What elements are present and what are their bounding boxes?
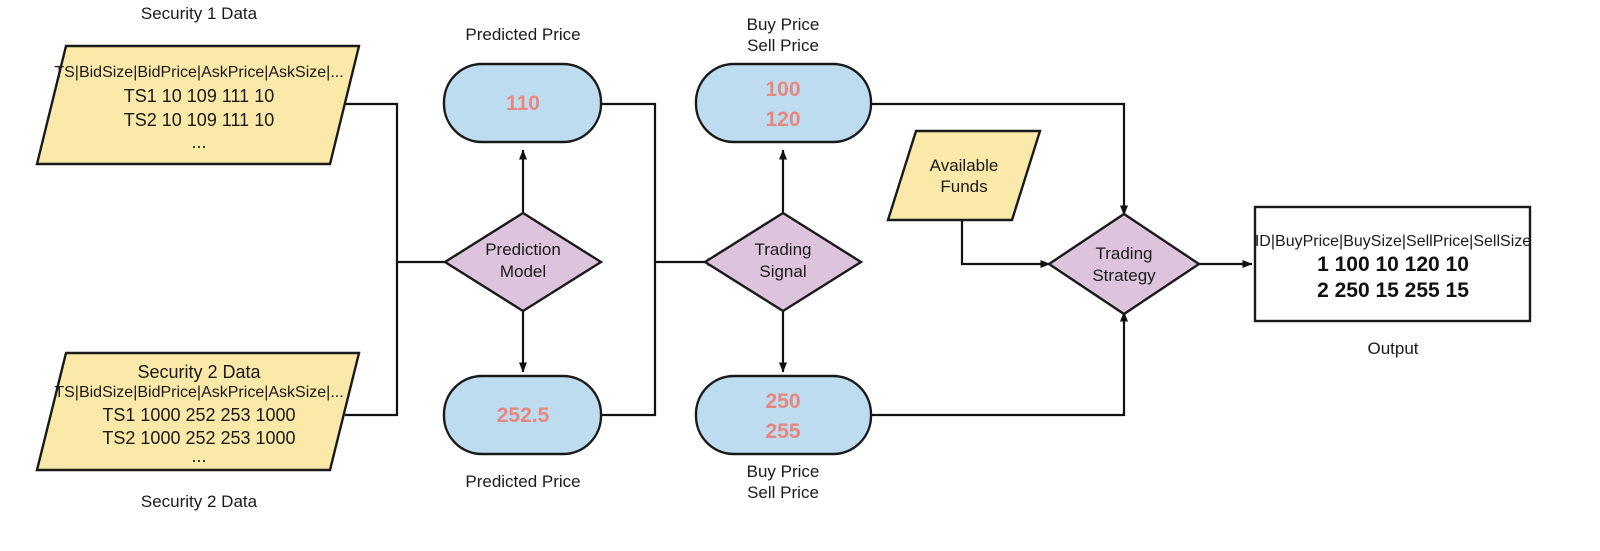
security2-row-2: ...: [191, 446, 206, 466]
output-node[interactable]: ID|BuyPrice|BuySize|SellPrice|SellSize 1…: [1253, 205, 1532, 323]
connector-available-funds-to-trading-strategy: [960, 220, 1051, 268]
security1-header: TS|BidSize|BidPrice|AskPrice|AskSize|...: [54, 64, 343, 81]
connector-predicted-price-top-to-trading-signal: [601, 102, 718, 266]
predicted-price-bottom-shape[interactable]: [442, 374, 603, 456]
predicted-price-top-value: 110: [506, 92, 540, 115]
security2-row-1: TS2 1000 252 253 1000: [102, 428, 295, 448]
predicted-price-top-caption: Predicted Price: [465, 25, 580, 44]
security2-parallelogram[interactable]: [35, 351, 361, 472]
buysell-bottom-caption-line2: Sell Price: [747, 483, 819, 502]
buysell-top-caption-line2: Sell Price: [747, 36, 819, 55]
connector-buysell-top-to-trading-strategy: [870, 102, 1128, 216]
available-funds-label-line2: Funds: [940, 177, 987, 196]
security1-data-node[interactable]: TS|BidSize|BidPrice|AskPrice|AskSize|...…: [35, 44, 361, 166]
predicted-price-top-node[interactable]: 110: [442, 62, 603, 144]
prediction-model-node[interactable]: Prediction Model: [442, 211, 604, 313]
trading-signal-label-line1: Trading: [754, 240, 811, 259]
available-funds-parallelogram[interactable]: [886, 129, 1042, 222]
output-caption: Output: [1367, 339, 1418, 358]
buysell-top-value-buy: 100: [765, 78, 800, 101]
buysell-top-value-sell: 120: [765, 108, 800, 131]
predicted-price-bottom-node[interactable]: 252.5: [442, 374, 603, 456]
connector-security1-to-prediction-model: [345, 102, 466, 266]
output-header: ID|BuyPrice|BuySize|SellPrice|SellSize: [1255, 233, 1531, 250]
security2-header: TS|BidSize|BidPrice|AskPrice|AskSize|...: [54, 384, 343, 401]
security2-caption: Security 2 Data: [141, 492, 258, 511]
predicted-price-bottom-caption: Predicted Price: [465, 472, 580, 491]
buysell-top-caption-line1: Buy Price: [747, 15, 820, 34]
trading-signal-diamond[interactable]: [702, 211, 864, 313]
buysell-top-shape[interactable]: [694, 62, 873, 144]
buysell-bottom-shape[interactable]: [694, 374, 873, 456]
security2-data-node[interactable]: Security 2 Data TS|BidSize|BidPrice|AskP…: [35, 351, 361, 472]
security1-row-0: TS1 10 109 111 10: [124, 86, 274, 106]
output-box[interactable]: [1253, 205, 1532, 323]
security2-row-0: TS1 1000 252 253 1000: [102, 405, 295, 425]
trading-strategy-node[interactable]: Trading Strategy: [1046, 212, 1202, 316]
buysell-bottom-node[interactable]: 250 255: [694, 374, 873, 456]
buysell-bottom-value-buy: 250: [765, 390, 800, 413]
prediction-model-label-line2: Model: [500, 262, 546, 281]
output-row-0: 1 100 10 120 10: [1317, 253, 1469, 276]
available-funds-label-line1: Available: [930, 156, 999, 175]
trading-signal-node[interactable]: Trading Signal: [702, 211, 864, 313]
predicted-price-bottom-value: 252.5: [497, 404, 550, 427]
security1-row-2: ...: [191, 132, 206, 152]
connector-layer: [345, 102, 1253, 417]
buysell-top-node[interactable]: 100 120: [694, 62, 873, 144]
buysell-bottom-value-sell: 255: [765, 420, 800, 443]
trading-strategy-diamond[interactable]: [1046, 212, 1202, 316]
prediction-model-label-line1: Prediction: [485, 240, 561, 259]
trading-signal-label-line2: Signal: [759, 262, 806, 281]
security1-caption: Security 1 Data: [141, 4, 258, 23]
security1-row-1: TS2 10 109 111 10: [124, 110, 274, 130]
trading-strategy-label-line2: Strategy: [1092, 266, 1156, 285]
security2-inner-title: Security 2 Data: [137, 362, 261, 382]
prediction-model-diamond[interactable]: [442, 211, 604, 313]
buysell-bottom-caption-line1: Buy Price: [747, 462, 820, 481]
connector-buysell-bottom-to-trading-strategy: [870, 311, 1128, 417]
security1-parallelogram[interactable]: [35, 44, 361, 166]
available-funds-node[interactable]: Available Funds: [886, 129, 1042, 222]
predicted-price-top-shape[interactable]: [442, 62, 603, 144]
connector-predicted-price-bottom-to-trading-signal: [601, 262, 657, 417]
output-row-1: 2 250 15 255 15: [1317, 279, 1469, 302]
trading-strategy-label-line1: Trading: [1095, 244, 1152, 263]
connector-security2-to-prediction-model: [345, 262, 399, 417]
